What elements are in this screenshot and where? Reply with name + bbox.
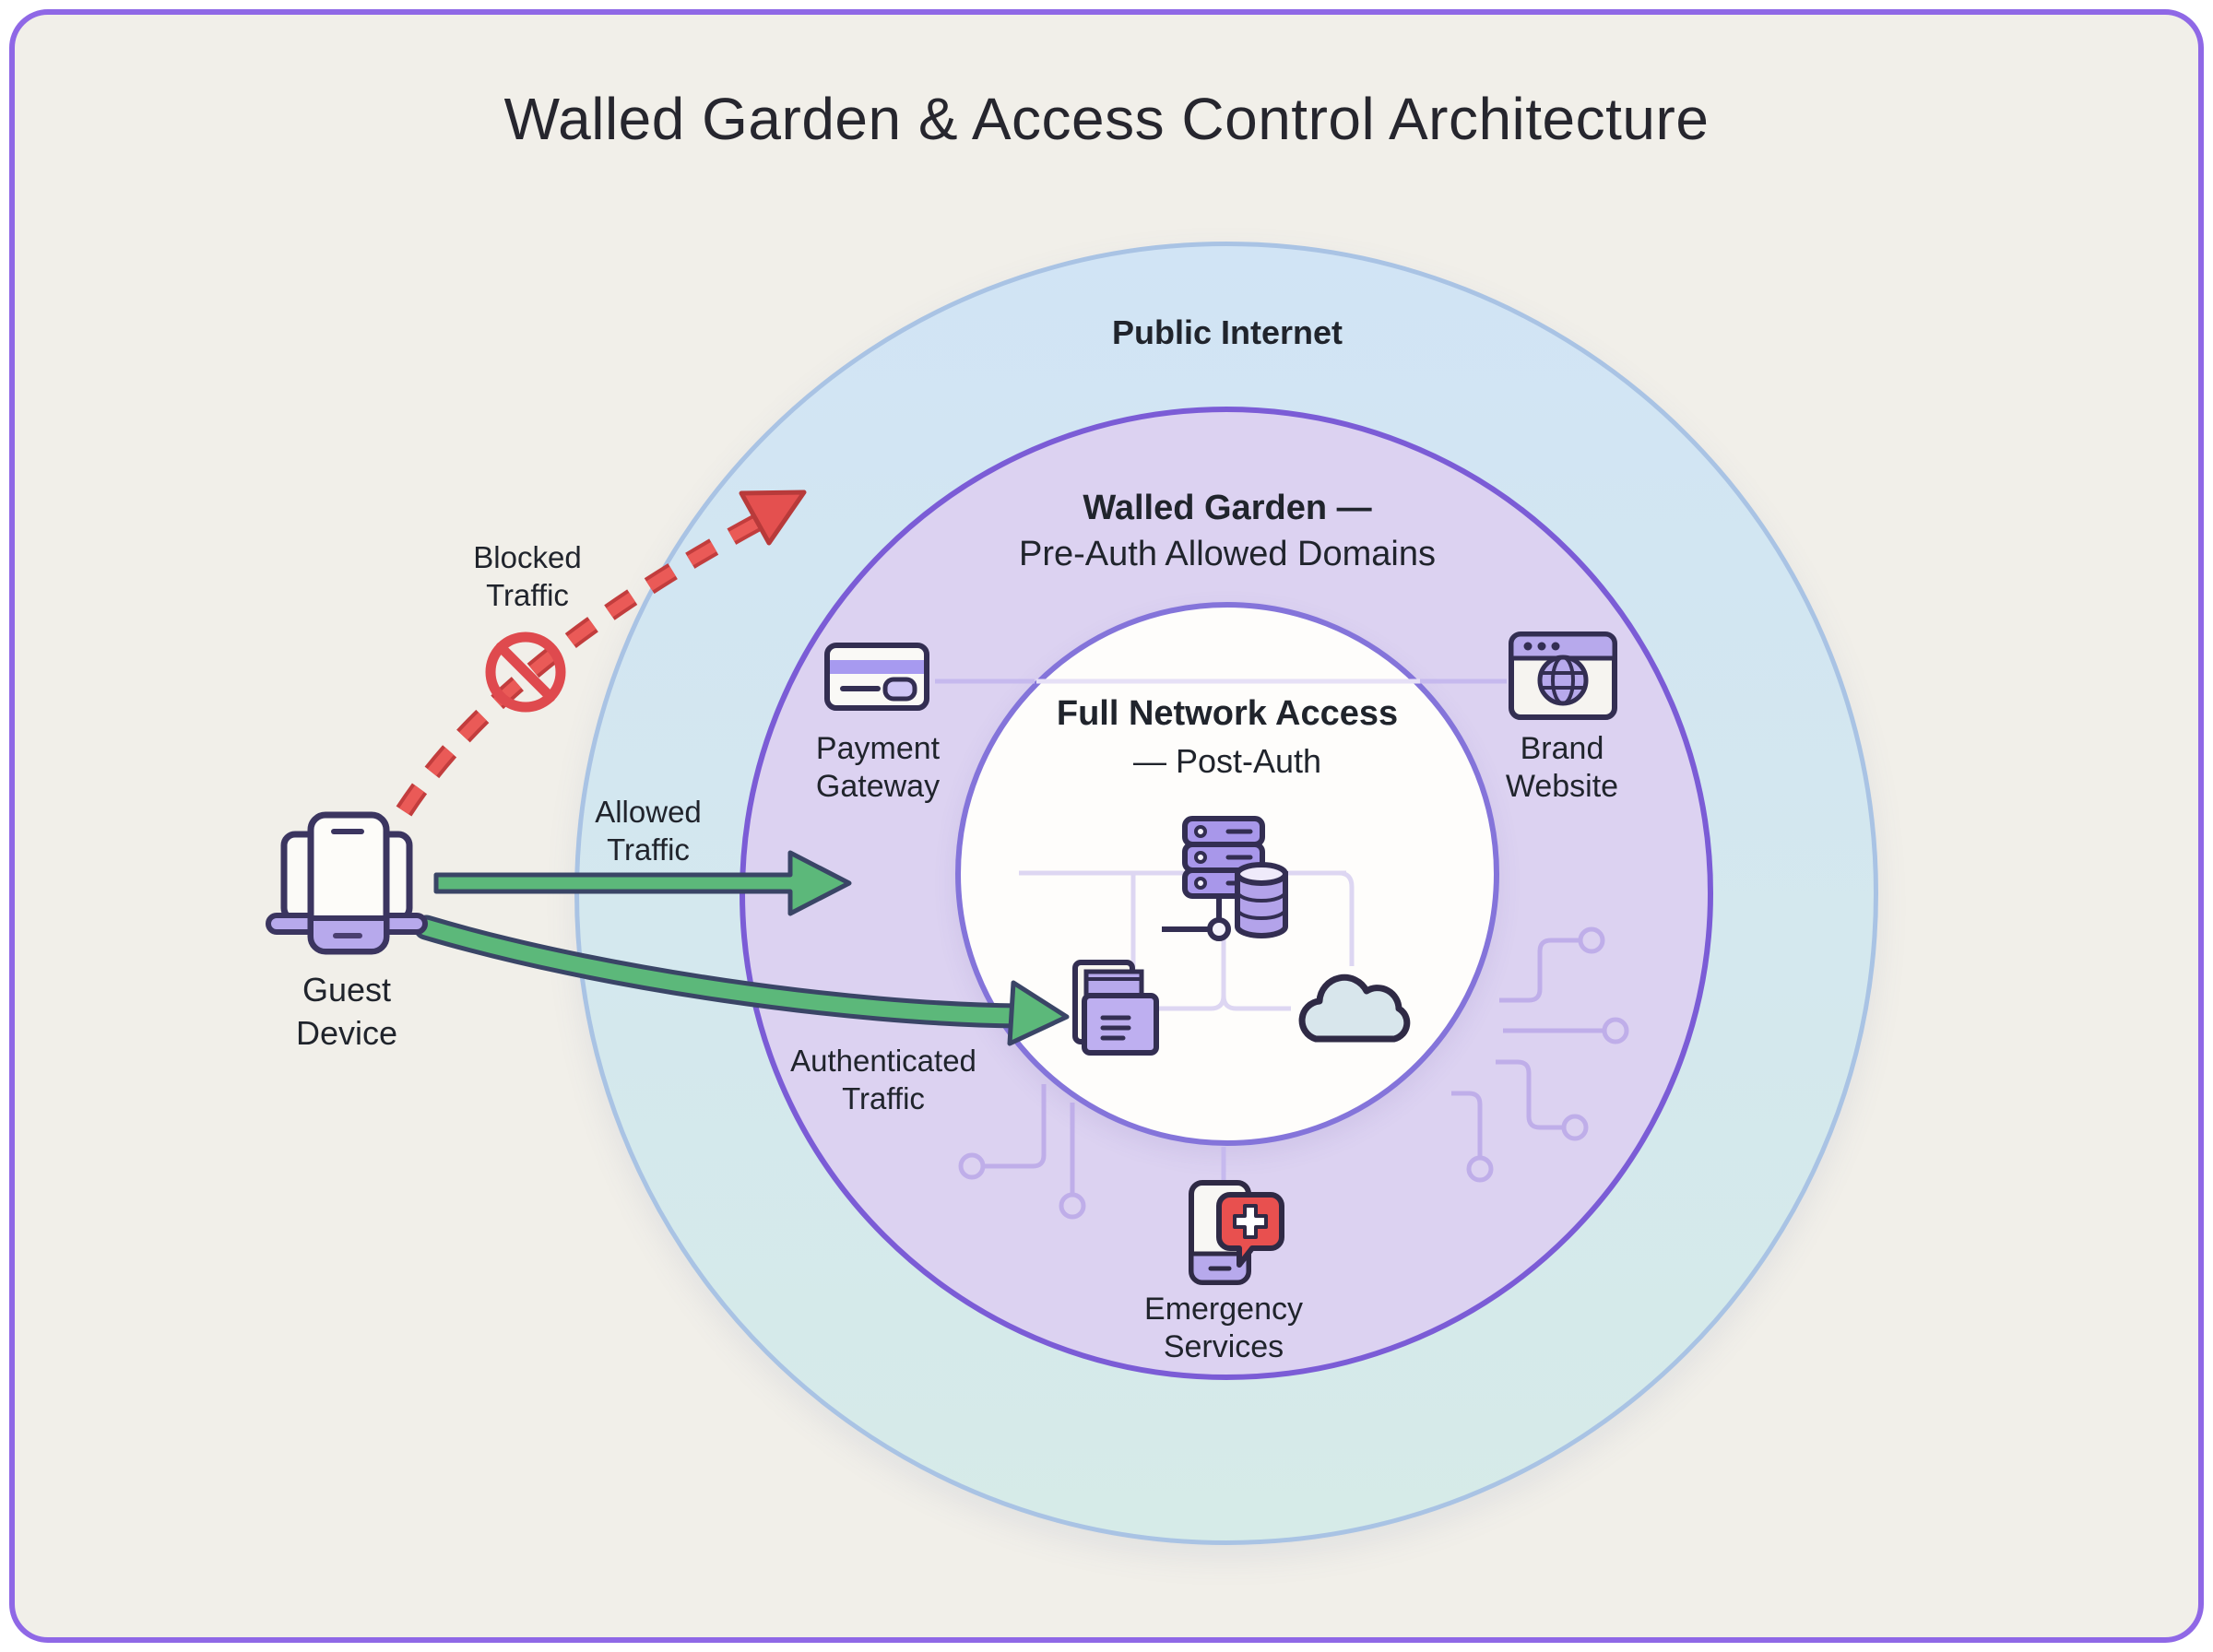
- blocked-traffic-label-line2: Traffic: [486, 578, 569, 612]
- walled-garden-label-line1: Walled Garden —: [1083, 489, 1372, 527]
- allowed-traffic-label-line1: Allowed: [595, 795, 702, 829]
- no-entry-icon: [485, 631, 566, 713]
- guest-device-label: Guest Device: [296, 968, 397, 1055]
- blocked-traffic-label: Blocked Traffic: [473, 538, 581, 614]
- public-internet-label: Public Internet: [1111, 313, 1343, 351]
- brand-website-label-line1: Brand: [1520, 731, 1604, 766]
- trace-node-icon: [1561, 1114, 1589, 1141]
- authenticated-traffic-label-line1: Authenticated: [790, 1044, 976, 1078]
- allowed-traffic-label: Allowed Traffic: [595, 793, 702, 868]
- blocked-traffic-arrow: [396, 490, 807, 817]
- trace-node-icon: [958, 1152, 986, 1180]
- emergency-services-label-line1: Emergency: [1144, 1292, 1303, 1327]
- trace-node-icon: [1578, 926, 1605, 954]
- emergency-services-label-line2: Services: [1163, 1329, 1284, 1364]
- full-access-label-line1: Full Network Access: [1056, 694, 1399, 733]
- phone-medical-bubble-icon: [1189, 1180, 1284, 1285]
- payment-gateway-label-line2: Gateway: [815, 769, 941, 804]
- database-icon: [1235, 862, 1288, 938]
- trace-node-icon: [1602, 1017, 1629, 1044]
- page-title: Walled Garden & Access Control Architect…: [503, 86, 1710, 152]
- cloud-icon: [1298, 974, 1411, 1043]
- full-access-label-line2: — Post-Auth: [1132, 742, 1322, 780]
- server-rack-icon: [1162, 816, 1265, 941]
- allowed-traffic-label-line2: Traffic: [607, 832, 690, 867]
- trace-node-icon: [1059, 1192, 1086, 1220]
- payment-gateway-label: Payment Gateway: [816, 730, 940, 806]
- folder-docs-icon: [1072, 960, 1159, 1056]
- brand-website-label-line2: Website: [1505, 769, 1619, 804]
- authenticated-traffic-arrow: [413, 914, 1070, 1046]
- walled-garden-label-line2: Pre-Auth Allowed Domains: [1019, 535, 1436, 573]
- phone-and-laptop-icon: [266, 811, 428, 955]
- authenticated-traffic-label-line2: Traffic: [842, 1081, 925, 1115]
- blocked-traffic-label-line1: Blocked: [473, 540, 582, 574]
- brand-website-label: Brand Website: [1506, 730, 1618, 806]
- emergency-services-label: Emergency Services: [1144, 1291, 1303, 1366]
- trace-node-icon: [1466, 1155, 1494, 1183]
- credit-card-icon: [824, 643, 929, 711]
- walled-ring-traces: [958, 926, 1629, 1220]
- allowed-traffic-arrow: [433, 850, 852, 916]
- walled-garden-label: Walled Garden — Pre-Auth Allowed Domains: [1019, 485, 1436, 577]
- full-access-label: Full Network Access — Post-Auth: [1057, 690, 1398, 785]
- guest-device-label-line2: Device: [295, 1014, 398, 1052]
- authenticated-traffic-label: Authenticated Traffic: [790, 1042, 976, 1117]
- guest-device-label-line1: Guest: [302, 971, 392, 1009]
- payment-gateway-label-line1: Payment: [815, 731, 941, 766]
- browser-globe-icon: [1509, 631, 1617, 720]
